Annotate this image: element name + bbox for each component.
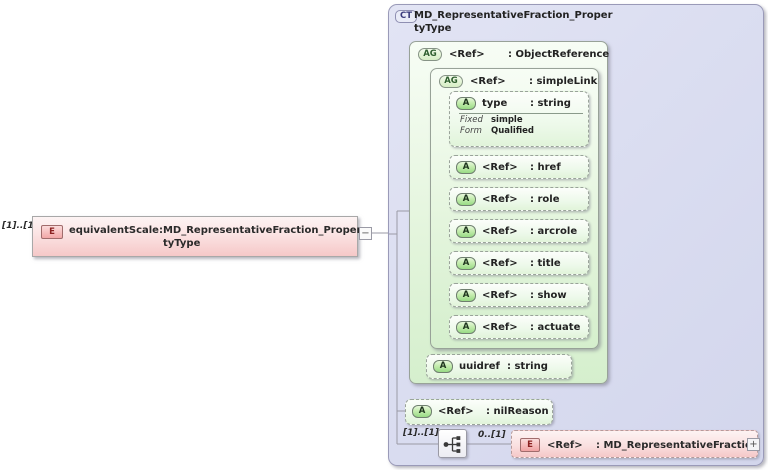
attribute-badge-icon: A [412, 405, 432, 418]
element-name: equivalentScale [69, 225, 159, 236]
element-badge-icon: E [520, 438, 540, 452]
attribute-badge-icon: A [456, 193, 476, 206]
facet-form: Form Qualified [460, 126, 534, 136]
element-ref-label: E <Ref> : MD_RepresentativeFraction [512, 431, 759, 452]
attribute-title[interactable]: A <Ref> : title [449, 251, 589, 275]
attribute-group-badge-icon: AG [439, 75, 463, 88]
attribute-group-objectreference-label: AG <Ref> : ObjectReference [410, 42, 609, 61]
complex-type-node[interactable]: CT MD_RepresentativeFraction_Proper tyTy… [388, 4, 764, 466]
sequence-compositor-icon[interactable] [438, 429, 467, 458]
element-cardinality-label: [1]..[1] [2, 221, 38, 231]
attribute-nilreason[interactable]: A <Ref> : nilReason [405, 399, 553, 425]
element-badge-icon: E [41, 225, 63, 239]
attribute-badge-icon: A [456, 161, 476, 174]
element-ref-md-representativefraction[interactable]: E <Ref> : MD_RepresentativeFraction + [511, 430, 760, 458]
sequence-glyph [443, 436, 461, 453]
attribute-badge-icon: A [433, 360, 453, 373]
element-separator: : [158, 225, 163, 236]
attribute-actuate[interactable]: A <Ref> : actuate [449, 315, 589, 339]
attribute-group-simplelink[interactable]: AG <Ref> : simpleLink A type : string Fi… [430, 68, 599, 349]
attribute-uuidref[interactable]: A uuidref : string [426, 354, 572, 379]
attribute-badge-icon: A [456, 289, 476, 302]
attribute-badge-icon: A [456, 257, 476, 270]
sequence-cardinality-left: [1]..[1] [403, 428, 439, 438]
attribute-group-simplelink-label: AG <Ref> : simpleLink [431, 69, 598, 88]
sequence-cardinality-right: 0..[1] [478, 430, 506, 440]
attribute-badge-icon: A [456, 225, 476, 238]
attribute-href[interactable]: A <Ref> : href [449, 155, 589, 179]
attribute-arcrole[interactable]: A <Ref> : arcrole [449, 219, 589, 243]
element-node-equivalentscale[interactable]: E equivalentScale : MD_RepresentativeFra… [32, 216, 361, 257]
complex-type-title: MD_RepresentativeFraction_Proper tyType [414, 10, 613, 34]
expand-button[interactable]: + [747, 438, 760, 451]
facet-divider [459, 113, 583, 114]
facet-fixed: Fixed simple [460, 115, 523, 125]
complex-type-badge-icon: CT [395, 10, 417, 23]
attribute-role[interactable]: A <Ref> : role [449, 187, 589, 211]
element-label: equivalentScale : MD_RepresentativeFract… [69, 224, 361, 250]
attribute-group-objectreference[interactable]: AG <Ref> : ObjectReference AG <Ref> : si… [409, 41, 609, 384]
attribute-badge-icon: A [456, 321, 476, 334]
attribute-type-label: A type : string [450, 92, 588, 110]
attribute-show[interactable]: A <Ref> : show [449, 283, 589, 307]
collapse-toggle-icon[interactable]: − [359, 227, 372, 240]
attribute-badge-icon: A [456, 97, 476, 110]
attribute-group-badge-icon: AG [418, 48, 442, 61]
attribute-type[interactable]: A type : string Fixed simple Form Qualif… [449, 91, 589, 147]
